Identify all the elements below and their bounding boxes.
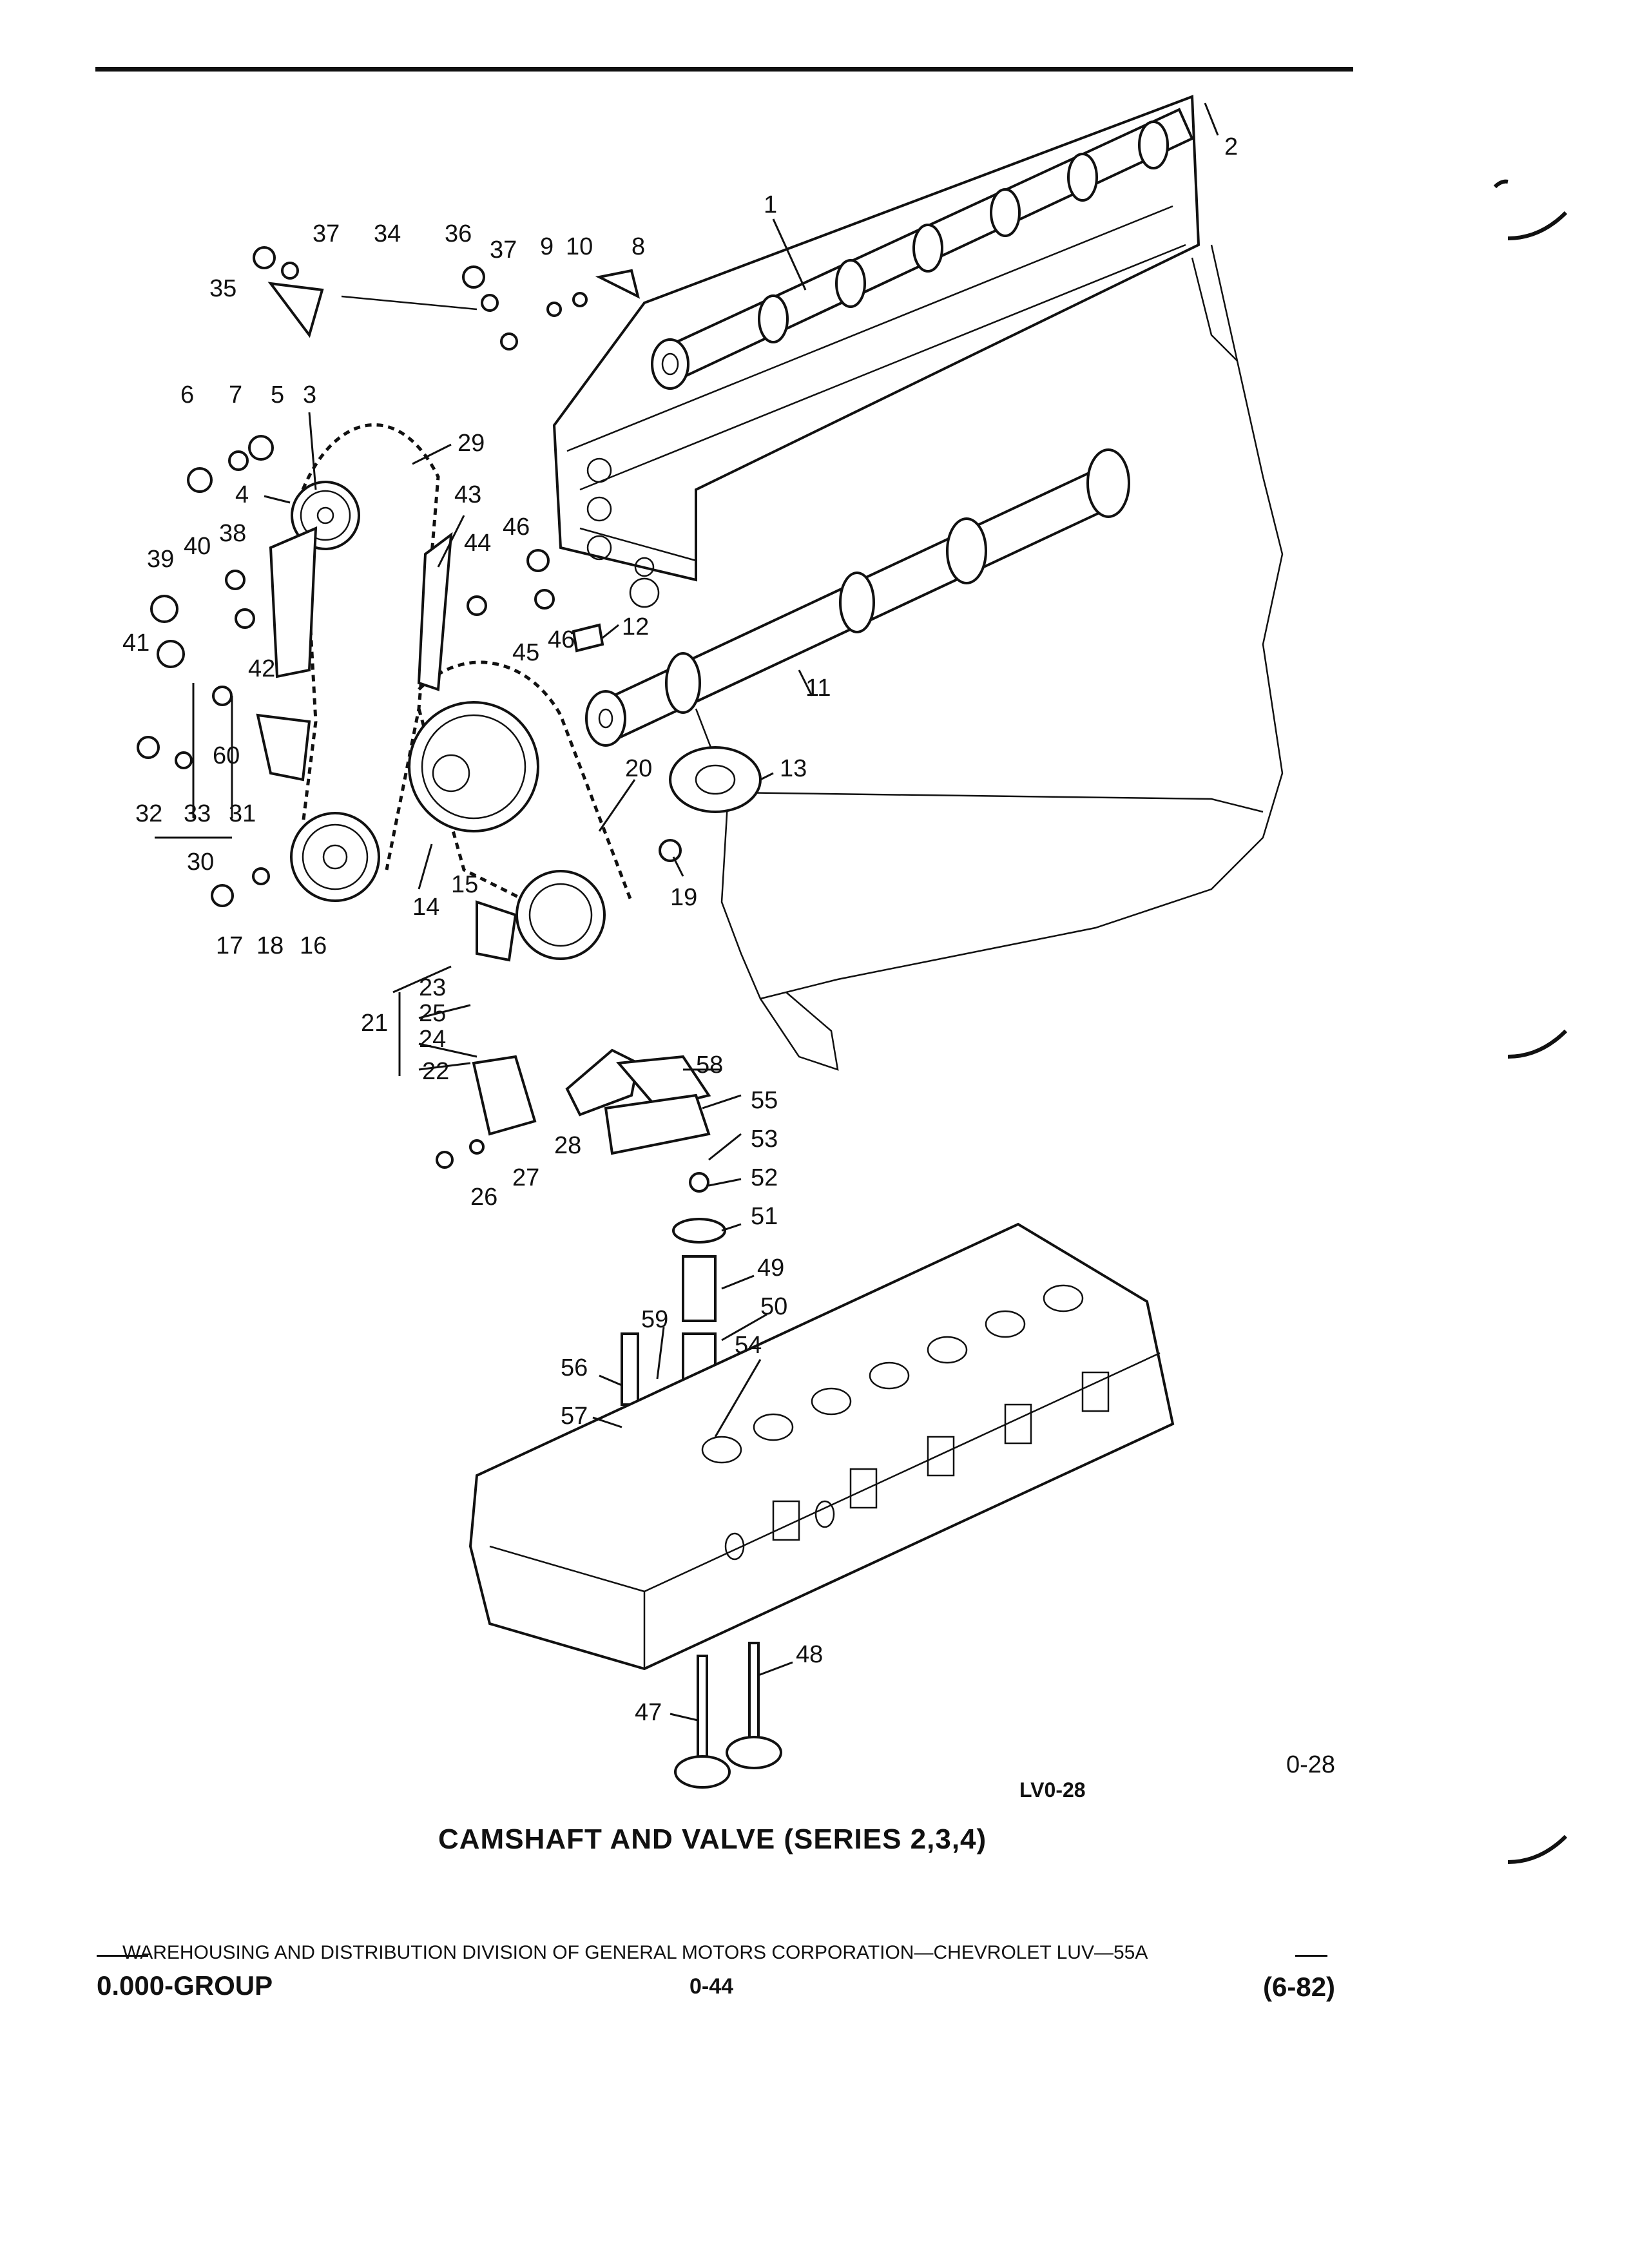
footer-publisher-line: WAREHOUSING AND DISTRIBUTION DIVISION OF… (122, 1942, 1148, 1963)
footer-page-number: 0-44 (689, 1974, 734, 1999)
callout-19: 19 (670, 884, 697, 911)
callout-10: 10 (566, 233, 593, 260)
callout-4: 4 (235, 481, 249, 508)
callout-50: 50 (760, 1293, 787, 1320)
callout-14: 14 (412, 894, 439, 921)
footer-group: 0.000-GROUP (97, 1970, 273, 2001)
figure-code: LV0-28 (1019, 1778, 1086, 1802)
callout-43: 43 (454, 481, 481, 508)
callout-37a: 37 (313, 220, 340, 247)
callout-38: 38 (219, 520, 246, 547)
callout-8: 8 (631, 233, 645, 260)
callout-36: 36 (445, 220, 472, 247)
footer-dash-left (97, 1955, 148, 1957)
callout-48: 48 (796, 1641, 823, 1668)
callout-31: 31 (229, 800, 256, 827)
leader-lines (155, 102, 1219, 1722)
callout-16: 16 (300, 932, 327, 959)
callout-28: 28 (554, 1132, 581, 1159)
callout-32: 32 (135, 800, 162, 827)
hardware (137, 246, 762, 1169)
callout-9: 9 (540, 233, 554, 260)
callout-12: 12 (622, 613, 649, 640)
callout-59: 59 (641, 1306, 668, 1333)
callout-7: 7 (229, 381, 242, 408)
callout-17: 17 (216, 932, 243, 959)
callout-45: 45 (512, 639, 539, 666)
valves (674, 1642, 782, 1789)
callout-40: 40 (184, 533, 211, 560)
callout-labels: 1 2 3 4 5 6 7 8 9 10 11 12 13 14 15 16 1… (122, 133, 1238, 1726)
callout-13: 13 (780, 755, 807, 782)
callout-34: 34 (374, 220, 401, 247)
scan-mark-1 (1493, 179, 1568, 240)
callout-26: 26 (470, 1184, 497, 1211)
callout-49: 49 (757, 1254, 784, 1282)
callout-30: 30 (187, 849, 214, 876)
callout-41: 41 (122, 629, 149, 657)
callout-23: 23 (419, 974, 446, 1001)
callout-51: 51 (751, 1203, 778, 1230)
callout-37b: 37 (490, 236, 517, 264)
callout-46b: 46 (548, 626, 575, 653)
callout-47: 47 (635, 1699, 662, 1726)
callout-21: 21 (361, 1010, 388, 1037)
callout-46a: 46 (503, 514, 530, 541)
callout-27: 27 (512, 1164, 539, 1191)
footer-dash-right (1295, 1955, 1327, 1957)
callout-24: 24 (419, 1026, 446, 1053)
callout-53: 53 (751, 1126, 778, 1153)
callout-11: 11 (805, 675, 831, 702)
scan-mark-2 (1507, 1029, 1568, 1059)
callout-55: 55 (751, 1087, 778, 1114)
scan-mark-3 (1507, 1834, 1568, 1864)
callout-42: 42 (248, 655, 275, 682)
camshaft-lower (585, 448, 1130, 747)
footer-date: (6-82) (1263, 1972, 1336, 2002)
callout-29: 29 (458, 430, 485, 457)
figure-page-ref: 0-28 (1286, 1751, 1336, 1778)
callout-35: 35 (209, 275, 236, 302)
callout-15: 15 (451, 871, 478, 898)
callout-56: 56 (561, 1354, 588, 1381)
camshaft-upper (651, 108, 1194, 390)
callout-3: 3 (303, 381, 316, 408)
callout-5: 5 (271, 381, 284, 408)
callout-39: 39 (147, 546, 174, 573)
callout-22: 22 (422, 1058, 449, 1085)
cam-housing (552, 95, 1200, 608)
figure-title: CAMSHAFT AND VALVE (SERIES 2,3,4) (438, 1823, 987, 1855)
callout-25: 25 (419, 1000, 446, 1027)
callout-1: 1 (764, 191, 777, 218)
cylinder-head (468, 1222, 1175, 1671)
callout-54: 54 (735, 1332, 762, 1359)
callout-33: 33 (184, 800, 211, 827)
engine-block (695, 244, 1284, 1071)
callout-6: 6 (180, 381, 194, 408)
callout-60: 60 (213, 742, 240, 769)
callout-58: 58 (696, 1052, 723, 1079)
callout-57: 57 (561, 1403, 588, 1430)
callout-18: 18 (256, 932, 284, 959)
top-rule (95, 67, 1353, 72)
callout-52: 52 (751, 1164, 778, 1191)
callout-20: 20 (625, 755, 652, 782)
sprockets (290, 481, 606, 960)
callout-44: 44 (464, 530, 491, 557)
callout-2: 2 (1224, 133, 1238, 160)
